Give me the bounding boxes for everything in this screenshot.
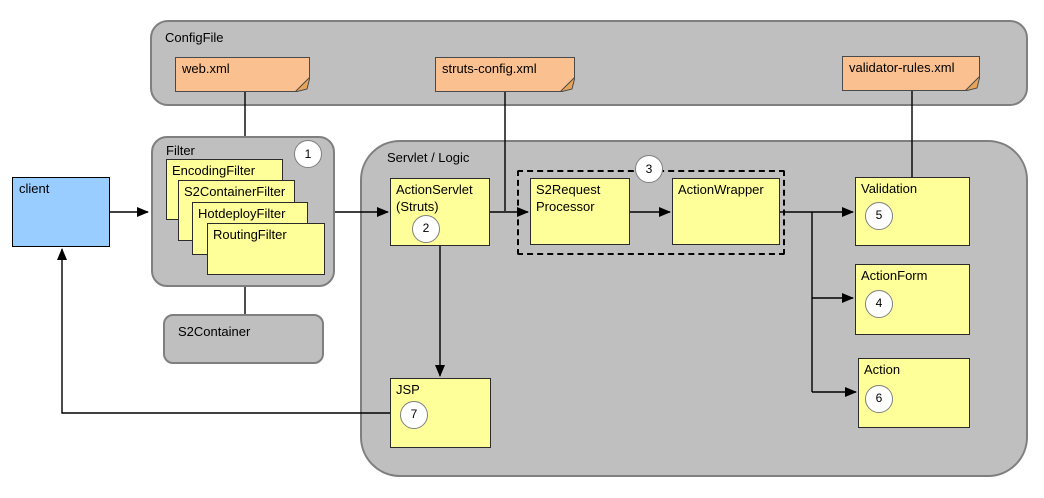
s2container-label: S2Container — [178, 324, 251, 339]
client-box: client — [12, 177, 110, 247]
validation-box: Validation 5 — [855, 177, 970, 246]
action-wrapper-box: ActionWrapper — [672, 178, 780, 245]
step-badge-1: 1 — [294, 140, 322, 168]
servlet-logic-label: Servlet / Logic — [387, 150, 470, 165]
page-fold-icon — [965, 76, 980, 91]
s2container-box: S2Container — [163, 314, 324, 364]
doc-validator-rules-xml: validator-rules.xml — [842, 56, 980, 91]
doc-web-xml-label: web.xml — [182, 61, 230, 76]
action-servlet-sublabel: (Struts) — [396, 198, 439, 214]
doc-struts-config-xml-label: struts-config.xml — [442, 61, 537, 76]
filter-item-label: S2ContainerFilter — [184, 184, 286, 199]
step-badge-2: 2 — [412, 215, 440, 243]
page-fold-icon — [560, 77, 575, 92]
s2request-processor-label2: Processor — [536, 198, 595, 214]
s2request-processor-label: S2Request — [536, 182, 601, 197]
jsp-label: JSP — [396, 382, 420, 397]
configfile-label: ConfigFile — [165, 30, 224, 45]
doc-web-xml: web.xml — [175, 57, 310, 92]
action-wrapper-label: ActionWrapper — [678, 182, 764, 197]
page-fold-icon — [295, 77, 310, 92]
action-form-label: ActionForm — [861, 268, 928, 283]
validation-label: Validation — [861, 181, 918, 196]
action-label: Action — [864, 362, 901, 377]
filter-item-label: HotdeployFilter — [198, 206, 286, 221]
action-servlet-label: ActionServlet — [396, 182, 473, 197]
step-badge-4: 4 — [865, 290, 893, 318]
action-servlet-box: ActionServlet (Struts) 2 — [390, 178, 490, 246]
filter-item-label: EncodingFilter — [172, 163, 256, 178]
step-badge-5: 5 — [865, 202, 893, 230]
action-box: Action 6 — [858, 358, 970, 428]
filter-label: Filter — [166, 143, 195, 158]
filter-item-label: RoutingFilter — [213, 227, 287, 242]
jsp-box: JSP 7 — [390, 378, 491, 448]
step-badge-7: 7 — [400, 401, 428, 429]
s2request-processor-box: S2Request Processor — [530, 178, 630, 245]
action-form-box: ActionForm 4 — [855, 264, 970, 335]
client-label: client — [19, 181, 50, 196]
doc-struts-config-xml: struts-config.xml — [435, 57, 575, 92]
step-badge-3: 3 — [635, 155, 663, 183]
step-badge-6: 6 — [865, 385, 893, 413]
filter-item-routing: RoutingFilter — [207, 223, 325, 275]
doc-validator-rules-xml-label: validator-rules.xml — [849, 60, 955, 75]
